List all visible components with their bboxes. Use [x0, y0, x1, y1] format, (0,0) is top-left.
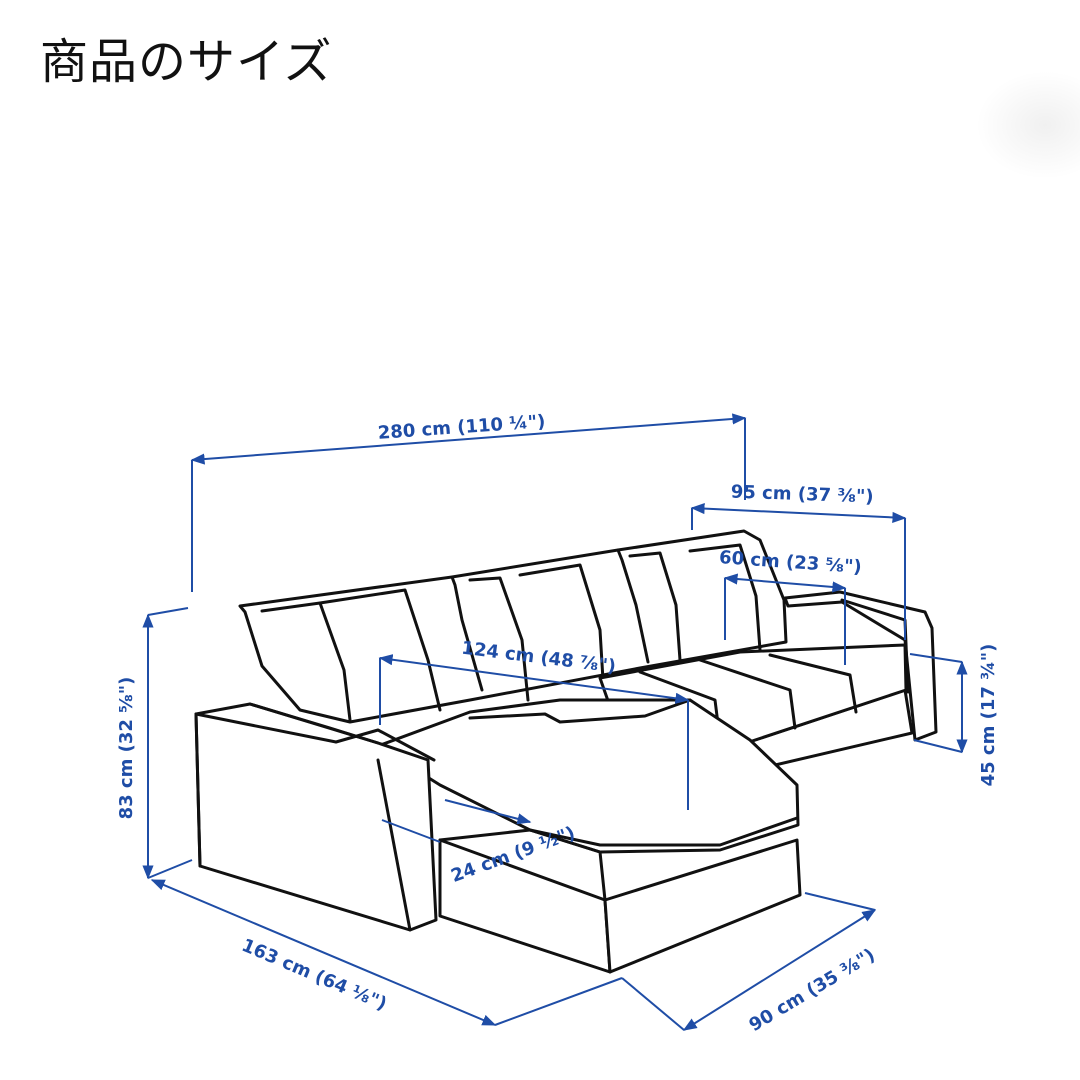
dim-line-sofa-depth: [682, 909, 877, 1031]
dim-line-armrest-width: [690, 502, 907, 524]
label-total-height: 83 cm (32 ⅝"): [116, 677, 137, 820]
dim-line-arm-width: [381, 819, 441, 843]
dim-line-chaise-length: [150, 879, 497, 1026]
label-seat-height: 45 cm (17 ¾"): [978, 644, 999, 787]
page-title: 商品のサイズ: [40, 34, 333, 90]
label-chaise-length: 163 cm (64 ⅛"): [239, 935, 390, 1015]
corner-shadow: [975, 70, 1080, 180]
back-cushions: [238, 529, 788, 724]
dim-line-total-width: [190, 413, 747, 465]
label-armrest-width: 95 cm (37 ⅜"): [730, 482, 873, 508]
sofa-drawing: [194, 529, 938, 974]
dim-line-chaise-depth: [378, 654, 690, 704]
dimension-lines: [142, 413, 968, 1031]
dim-line-seat-depth: [723, 573, 847, 593]
label-sofa-depth: 90 cm (35 ⅜"): [746, 945, 879, 1037]
